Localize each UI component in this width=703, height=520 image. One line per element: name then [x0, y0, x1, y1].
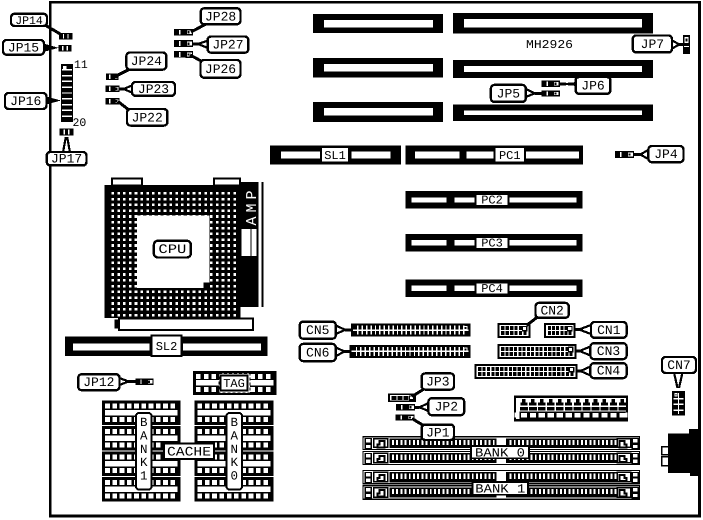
svg-text:CN4: CN4 — [597, 364, 621, 379]
svg-text:JP14: JP14 — [15, 15, 43, 28]
svg-text:B: B — [230, 416, 238, 430]
svg-text:JP23: JP23 — [138, 82, 169, 97]
svg-text:JP12: JP12 — [83, 375, 114, 390]
svg-text:JP27: JP27 — [212, 38, 243, 53]
svg-text:K: K — [230, 456, 238, 470]
svg-text:JP6: JP6 — [581, 78, 604, 93]
svg-text:BANK 0: BANK 0 — [475, 446, 525, 460]
svg-text:PC2: PC2 — [481, 194, 503, 208]
svg-text:CN2: CN2 — [540, 303, 563, 318]
svg-text:JP5: JP5 — [497, 86, 520, 101]
svg-text:SL1: SL1 — [324, 149, 346, 163]
svg-text:JP26: JP26 — [205, 62, 236, 77]
svg-text:MH2926: MH2926 — [526, 38, 573, 52]
svg-text:CACHE: CACHE — [167, 444, 211, 459]
svg-text:JP22: JP22 — [132, 110, 163, 125]
svg-text:1: 1 — [140, 470, 148, 484]
svg-text:CPU: CPU — [158, 242, 186, 257]
svg-text:BANK 1: BANK 1 — [475, 483, 525, 497]
svg-text:N: N — [230, 443, 238, 457]
svg-text:JP2: JP2 — [435, 400, 458, 415]
svg-text:JP3: JP3 — [426, 375, 449, 390]
svg-text:CN5: CN5 — [306, 323, 329, 338]
svg-text:B: B — [140, 416, 148, 430]
svg-text:CN7: CN7 — [667, 358, 690, 373]
svg-text:CN1: CN1 — [597, 323, 621, 338]
svg-text:A: A — [230, 429, 238, 443]
svg-text:JP17: JP17 — [51, 152, 82, 167]
svg-text:JP7: JP7 — [641, 37, 664, 52]
svg-text:JP4: JP4 — [654, 147, 678, 162]
svg-text:JP16: JP16 — [10, 94, 41, 109]
svg-text:SL2: SL2 — [156, 340, 178, 354]
svg-text:CN6: CN6 — [306, 346, 329, 361]
svg-text:JP1: JP1 — [426, 425, 450, 440]
svg-text:TAG: TAG — [223, 377, 245, 391]
svg-text:PC4: PC4 — [481, 282, 503, 296]
svg-text:PC3: PC3 — [481, 236, 503, 250]
svg-text:JP24: JP24 — [131, 54, 162, 69]
svg-text:JP28: JP28 — [205, 9, 236, 24]
svg-text:K: K — [140, 456, 148, 470]
svg-text:0: 0 — [230, 470, 238, 484]
svg-text:A: A — [140, 429, 148, 443]
svg-text:11: 11 — [74, 59, 88, 72]
svg-text:N: N — [140, 443, 148, 457]
svg-text:PC1: PC1 — [499, 149, 521, 163]
svg-text:20: 20 — [73, 117, 87, 130]
svg-text:JP15: JP15 — [8, 40, 39, 55]
svg-text:AMP: AMP — [244, 186, 261, 225]
svg-text:CN3: CN3 — [597, 344, 620, 359]
